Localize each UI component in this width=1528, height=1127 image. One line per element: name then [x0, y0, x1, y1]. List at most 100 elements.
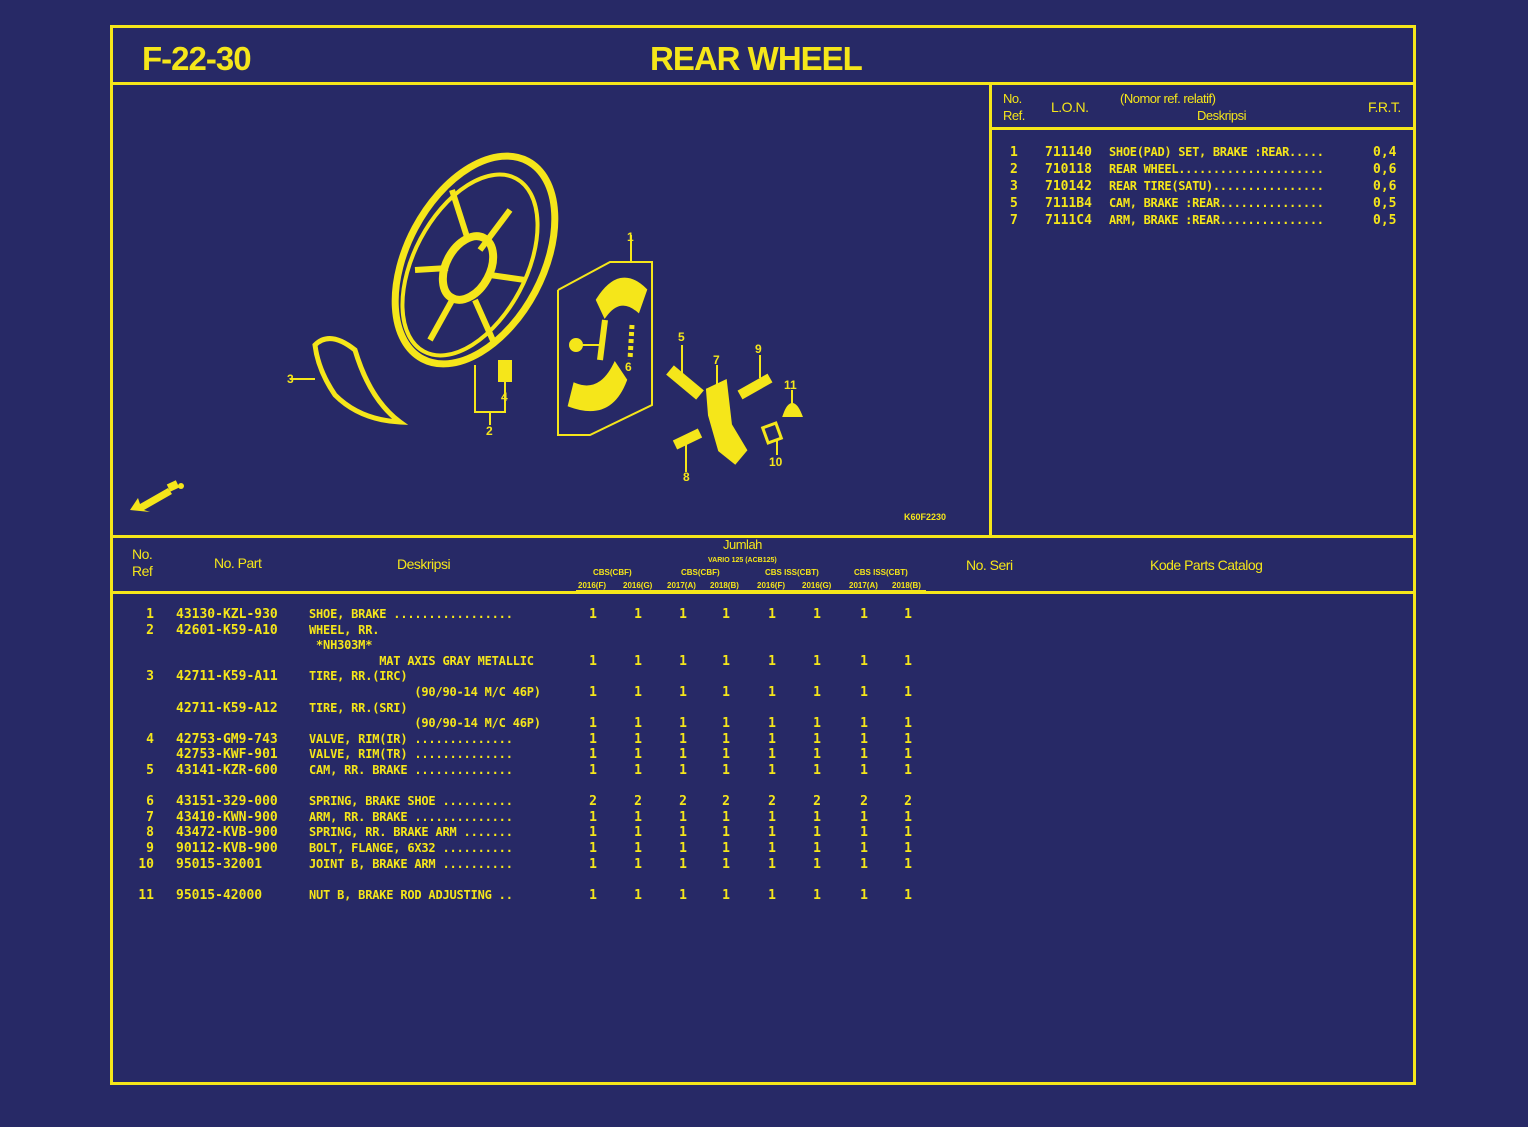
- quantity-cell: 2: [722, 794, 730, 810]
- callout-2: 2: [486, 424, 493, 438]
- quantity-cell: 1: [634, 716, 642, 732]
- quantity-cell: 1: [679, 887, 687, 903]
- quantity-cell: 1: [634, 763, 642, 778]
- quantity-cell: 1: [860, 731, 868, 747]
- quantity-cell: 1: [679, 763, 687, 778]
- quantity-cell: 1: [589, 825, 597, 841]
- quantity-cell: 1: [722, 856, 730, 872]
- quantity-cell: 1: [722, 887, 730, 903]
- variant-1: CBS(CBF): [593, 568, 632, 577]
- part-number: 95015-32001: [176, 856, 263, 872]
- quantity-cell: 1: [768, 731, 776, 747]
- quantity-cell: 1: [860, 653, 868, 669]
- part-description: MAT AXIS GRAY METALLIC: [309, 653, 534, 668]
- year-4: 2018(B): [710, 581, 739, 590]
- part-number: 43410-KWN-900: [176, 809, 278, 825]
- quantity-cell: 1: [679, 653, 687, 669]
- quantity-cell: 1: [679, 607, 687, 622]
- quantity-cell: 1: [768, 685, 776, 700]
- quantity-cell: 2: [589, 794, 597, 810]
- part-number: 43130-KZL-930: [176, 607, 278, 622]
- ref-number: 6: [146, 794, 154, 810]
- quantity-cell: 1: [860, 716, 868, 732]
- ref-number: 3: [146, 669, 154, 685]
- parts-header-divider: [110, 591, 1416, 594]
- quantity-cell: 1: [860, 856, 868, 872]
- quantity-cell: 1: [589, 685, 597, 700]
- quantity-cell: 1: [768, 825, 776, 841]
- quantity-cell: 2: [679, 794, 687, 810]
- quantity-cell: 1: [904, 856, 912, 872]
- quantity-cell: 1: [722, 841, 730, 856]
- quantity-cell: 1: [679, 825, 687, 841]
- quantity-cell: 1: [904, 716, 912, 732]
- quantity-cell: 1: [768, 763, 776, 778]
- quantity-cell: 1: [813, 841, 821, 856]
- quantity-cell: 2: [768, 794, 776, 810]
- quantity-cell: 1: [722, 825, 730, 841]
- quantity-cell: 1: [589, 887, 597, 903]
- quantity-cell: 2: [860, 794, 868, 810]
- year-6: 2016(G): [802, 581, 832, 590]
- quantity-cell: 1: [860, 607, 868, 622]
- part-number: 95015-42000: [176, 887, 263, 903]
- parts-header-catalog: Kode Parts Catalog: [1150, 557, 1263, 573]
- part-description: TIRE, RR.(SRI): [309, 700, 408, 715]
- callout-1: 1: [627, 230, 634, 244]
- quantity-cell: 1: [679, 809, 687, 825]
- quantity-cell: 1: [813, 747, 821, 763]
- quantity-cell: 1: [813, 856, 821, 872]
- ref-number: 7: [146, 809, 154, 825]
- quantity-cell: 1: [722, 763, 730, 778]
- quantity-cell: 1: [768, 841, 776, 856]
- callout-10: 10: [769, 455, 783, 469]
- quantity-cell: 1: [589, 809, 597, 825]
- quantity-cell: 1: [768, 856, 776, 872]
- quantity-cell: 1: [904, 763, 912, 778]
- ref-number: 2: [146, 622, 154, 638]
- ref-number: 9: [146, 841, 154, 856]
- ref-number: 11: [138, 887, 154, 903]
- part-description: TIRE, RR.(IRC): [309, 669, 408, 684]
- part-description: VALVE, RIM(IR) ..............: [309, 731, 513, 746]
- callout-11: 11: [784, 378, 797, 392]
- quantity-cell: 1: [634, 841, 642, 856]
- frt-header-lon: L.O.N.: [1051, 99, 1089, 115]
- part-description: JOINT B, BRAKE ARM ..........: [309, 856, 513, 871]
- quantity-cell: 1: [722, 685, 730, 700]
- quantity-cell: 1: [860, 825, 868, 841]
- parts-header-jumlah: Jumlah: [723, 537, 762, 552]
- part-description: NUT B, BRAKE ROD ADJUSTING ..: [309, 887, 513, 902]
- quantity-cell: 1: [904, 841, 912, 856]
- ref-number: 8: [146, 825, 154, 841]
- quantity-cell: 1: [722, 731, 730, 747]
- quantity-cell: 1: [904, 747, 912, 763]
- quantity-cell: 1: [768, 747, 776, 763]
- quantity-cell: 1: [860, 747, 868, 763]
- part-description: WHEEL, RR.: [309, 622, 380, 637]
- front-direction-arrow-icon: [130, 480, 184, 512]
- quantity-cell: 1: [860, 841, 868, 856]
- part-number: 42711-K59-A12: [176, 700, 278, 716]
- part-description: *NH303M*: [309, 638, 373, 653]
- quantity-cell: 1: [904, 731, 912, 747]
- part-description: CAM, RR. BRAKE ..............: [309, 763, 513, 777]
- year-1: 2016(F): [578, 581, 607, 590]
- variant-2: CBS(CBF): [681, 568, 720, 577]
- quantity-cell: 1: [634, 825, 642, 841]
- part-description: SHOE, BRAKE .................: [309, 607, 513, 621]
- quantity-cell: 1: [589, 841, 597, 856]
- frt-header-divider: [990, 127, 1416, 130]
- quantity-cell: 1: [904, 809, 912, 825]
- quantity-cell: 1: [679, 685, 687, 700]
- frt-header-ref: No. Ref.: [1003, 91, 1025, 123]
- part-description: BOLT, FLANGE, 6X32 ..........: [309, 841, 513, 855]
- part-number: 90112-KVB-900: [176, 841, 278, 856]
- frt-header-desc: Deskripsi: [1197, 108, 1246, 123]
- parts-header-model: VARIO 125 (ACB125): [708, 557, 777, 564]
- quantity-cell: 1: [634, 607, 642, 622]
- quantity-cell: 1: [589, 856, 597, 872]
- frt-header-frt: F.R.T.: [1368, 99, 1401, 115]
- variant-4: CBS ISS(CBT): [854, 568, 908, 577]
- quantity-cell: 1: [679, 856, 687, 872]
